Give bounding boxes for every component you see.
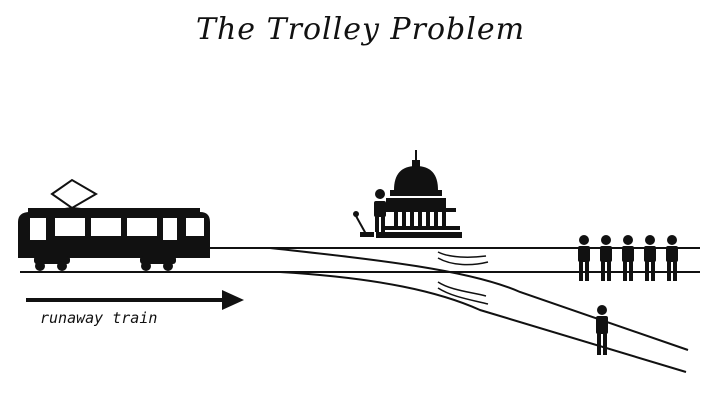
capitol-building-icon — [376, 150, 462, 238]
track-switch — [437, 251, 489, 305]
track-lever-icon — [353, 211, 374, 237]
arrow-right-icon — [26, 290, 244, 310]
person-icon — [666, 235, 678, 281]
tram-icon — [18, 178, 210, 271]
person-icon — [622, 235, 634, 281]
person-icon — [578, 235, 590, 281]
person-icon — [600, 235, 612, 281]
person-icon — [644, 235, 656, 281]
main-track-people — [578, 235, 678, 281]
branch-track-person-icon — [596, 305, 608, 355]
page-title: The Trolley Problem — [195, 12, 526, 47]
branch-track — [269, 247, 689, 373]
lever-operator-person-icon — [374, 189, 386, 232]
arrow-caption: runaway train — [40, 309, 158, 327]
